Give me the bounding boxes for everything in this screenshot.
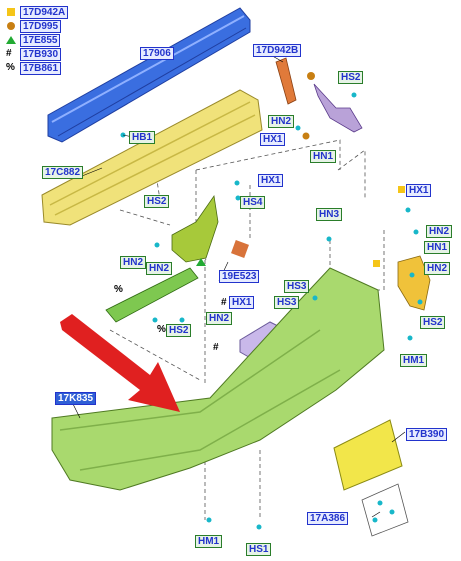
part-label-absorber[interactable]: 17C882: [42, 166, 84, 179]
center-bracket-shape: [171, 194, 219, 263]
fastener-label-hn2[interactable]: HN2: [426, 225, 453, 238]
part-label-bumper-cover[interactable]: 17K835: [55, 392, 97, 405]
fastener-label-hx1[interactable]: HX1: [229, 296, 255, 309]
fastener-label-hs3[interactable]: HS3: [284, 280, 310, 293]
fastener-label-hs1[interactable]: HS1: [246, 543, 272, 556]
upper-reinforcement-shape: [47, 7, 251, 143]
triangle-marker: [196, 258, 206, 266]
fastener-label-hs4[interactable]: HS4: [240, 196, 266, 209]
square-marker: [373, 260, 380, 267]
hash-icon: #: [6, 48, 12, 59]
fastener-label-hb1[interactable]: HB1: [129, 131, 156, 144]
sensor-bracket-shape: [231, 240, 249, 258]
fastener-label-hn2[interactable]: HN2: [268, 115, 295, 128]
part-label-bracket-left-top[interactable]: 17D942B: [253, 44, 302, 57]
fastener-label-hs2[interactable]: HS2: [166, 324, 192, 337]
legend-code[interactable]: 17B861: [20, 62, 62, 75]
fastener-label-hm1[interactable]: HM1: [400, 354, 428, 367]
legend-code[interactable]: 17E855: [20, 34, 61, 47]
fastener-label-hm1[interactable]: HM1: [195, 535, 223, 548]
absorber-shape: [41, 89, 263, 226]
square-marker: [398, 186, 405, 193]
fastener-label-hs2[interactable]: HS2: [420, 316, 446, 329]
fastener-label-hn1[interactable]: HN1: [424, 241, 451, 254]
bracket-small-orange-shape: [275, 57, 297, 105]
square-icon: [7, 8, 15, 16]
fastener-label-hn1[interactable]: HN1: [310, 150, 337, 163]
fastener-label-hn2[interactable]: HN2: [424, 262, 451, 275]
bracket-purple-shape: [313, 83, 363, 133]
circle-marker: [302, 132, 310, 140]
plate-bracket-shape: [333, 419, 403, 491]
circle-marker: [307, 72, 315, 80]
fastener-label-hs2[interactable]: HS2: [144, 195, 170, 208]
fastener-label-hs2[interactable]: HS2: [338, 71, 364, 84]
side-bracket-shape: [397, 255, 431, 311]
fastener-label-hn3[interactable]: HN3: [316, 208, 343, 221]
percent-icon: %: [6, 62, 15, 73]
legend-code[interactable]: 17D942A: [20, 6, 69, 19]
triangle-icon: [6, 36, 16, 44]
lower-bracket-shape: [105, 267, 199, 323]
part-label-plate-bracket[interactable]: 17B390: [406, 428, 448, 441]
circle-icon: [7, 22, 15, 30]
fastener-label-hx1[interactable]: HX1: [406, 184, 432, 197]
fastener-label-hx1[interactable]: HX1: [258, 174, 284, 187]
red-arrow: [60, 314, 180, 412]
part-label-upper-reinforcement[interactable]: 17906: [140, 47, 174, 60]
part-label-clip-kit[interactable]: 17A386: [307, 512, 349, 525]
fastener-label-hn2[interactable]: HN2: [146, 262, 173, 275]
hash-mark: #: [213, 342, 219, 353]
fastener-label-hn2[interactable]: HN2: [120, 256, 147, 269]
fastener-label-hn2[interactable]: HN2: [206, 312, 233, 325]
bumper-cover-shape: [51, 267, 385, 491]
hash-mark: #: [221, 297, 227, 308]
legend-code[interactable]: 17B930: [20, 48, 62, 61]
part-label-sensor-bracket[interactable]: 19E523: [219, 270, 260, 283]
percent-mark: %: [157, 324, 166, 335]
clip-kit-box: [361, 483, 409, 537]
fastener-label-hs3[interactable]: HS3: [274, 296, 300, 309]
fastener-label-hx1[interactable]: HX1: [260, 133, 286, 146]
percent-mark: %: [114, 284, 123, 295]
legend-code[interactable]: 17D995: [20, 20, 62, 33]
